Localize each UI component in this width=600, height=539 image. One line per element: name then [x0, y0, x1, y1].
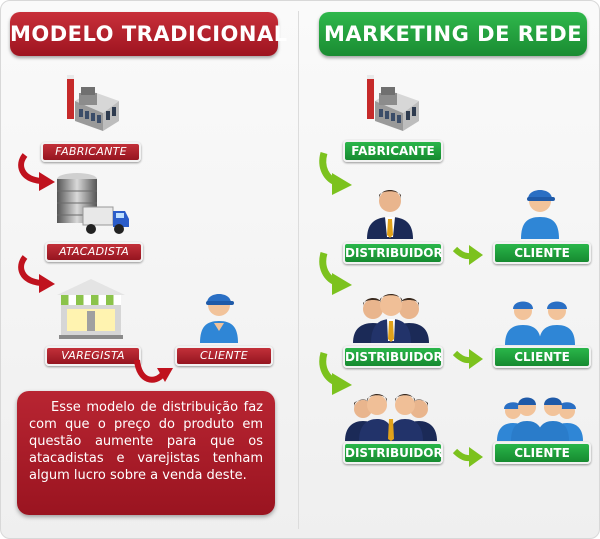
- green-curved-arrow-icon: [319, 252, 352, 295]
- factory-icon: [67, 75, 119, 131]
- curved-arrow-icon: [134, 359, 173, 383]
- label-distribuidor-2: DISTRIBUIDOR: [343, 346, 443, 368]
- label-varegista: VAREGISTA: [45, 346, 141, 366]
- label-fabricante-traditional: FABRICANTE: [41, 142, 141, 162]
- green-curved-arrow-icon: [319, 352, 352, 395]
- header-network-marketing: MARKETING DE REDE: [319, 12, 587, 56]
- header-traditional-model: MODELO TRADICIONAL: [10, 12, 287, 56]
- factory-icon: [367, 75, 419, 131]
- center-divider: [298, 11, 299, 529]
- label-distribuidor-3: DISTRIBUIDOR: [343, 442, 443, 464]
- label-atacadista: ATACADISTA: [45, 242, 143, 262]
- client-crowd-icon: [497, 397, 583, 441]
- curved-arrow-icon: [18, 255, 55, 293]
- warehouse-truck-icon: [57, 173, 129, 234]
- curved-arrow-icon: [18, 153, 55, 191]
- client-icon: [200, 294, 238, 343]
- client-group-icon: [505, 301, 575, 345]
- traditional-model-description: Esse modelo de distribuição faz com que …: [17, 391, 275, 515]
- store-icon: [57, 279, 125, 339]
- businessman-group-icon: [353, 294, 429, 343]
- businessman-crowd-icon: [345, 394, 437, 441]
- green-arrow-icon: [453, 447, 483, 467]
- label-cliente-traditional: CLIENTE: [175, 346, 273, 366]
- green-curved-arrow-icon: [319, 152, 352, 195]
- client-icon: [521, 190, 559, 239]
- green-arrow-icon: [453, 245, 483, 265]
- label-fabricante-network: FABRICANTE: [343, 140, 443, 162]
- label-cliente-3: CLIENTE: [493, 442, 591, 464]
- businessman-icon: [367, 190, 413, 239]
- label-distribuidor-1: DISTRIBUIDOR: [343, 242, 443, 264]
- label-cliente-2: CLIENTE: [493, 346, 591, 368]
- green-arrow-icon: [453, 349, 483, 369]
- label-cliente-1: CLIENTE: [493, 242, 591, 264]
